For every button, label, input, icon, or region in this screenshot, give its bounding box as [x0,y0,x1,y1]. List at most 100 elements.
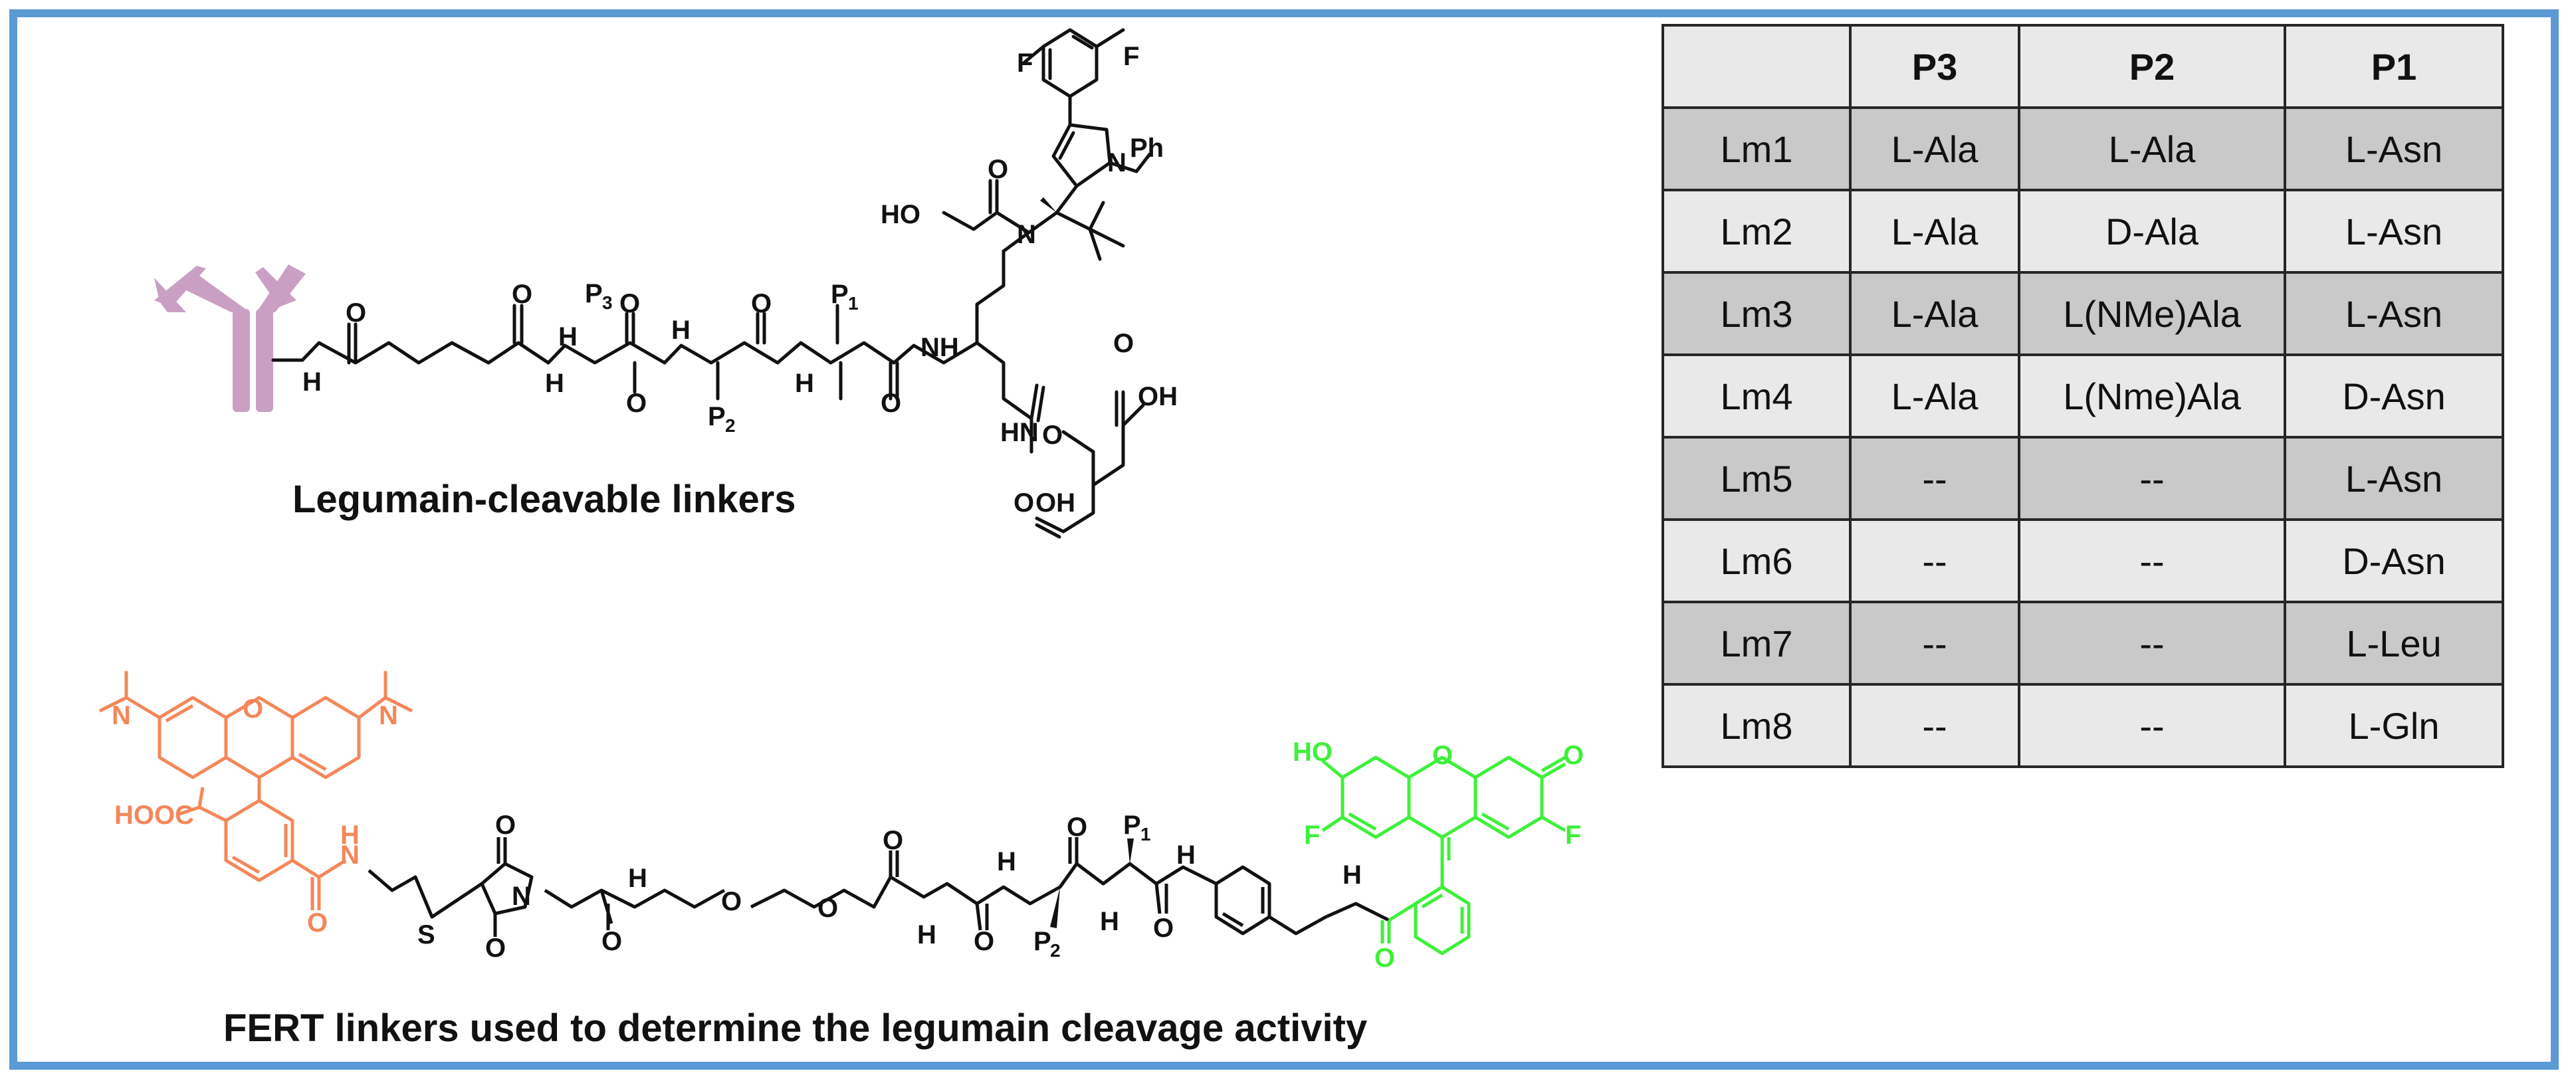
svg-text:H: H [997,847,1016,876]
svg-text:O: O [619,289,640,318]
svg-text:H: H [1176,840,1196,870]
table-cell: D-Asn [2284,518,2504,603]
svg-text:H: H [545,369,564,398]
table-row: Lm3 L-Ala L(NMe)Ala L-Asn [1662,271,2504,356]
fret-linker-structure: N N O HOOC O N H [98,671,1584,973]
svg-text:F: F [1017,49,1033,78]
table-cell: -- [2018,601,2286,686]
legumain-linker-caption: Legumain-cleavable linkers [292,478,796,521]
table-header-row: P3 P2 P1 [1662,24,2504,109]
antibody-icon [154,264,306,412]
table-cell: D-Asn [2284,353,2504,439]
svg-text:HO: HO [1293,738,1333,767]
svg-text:O: O [512,280,532,309]
svg-text:F: F [1123,42,1139,71]
table-cell: L-Ala [1849,106,2020,191]
svg-text:OH: OH [1138,382,1178,411]
svg-text:P: P [1033,927,1051,956]
svg-text:H: H [1342,860,1362,890]
svg-text:N: N [1017,220,1036,249]
svg-text:O: O [988,155,1008,184]
svg-text:O: O [243,694,263,724]
table-cell: -- [2018,683,2286,768]
svg-text:1: 1 [848,293,859,314]
row-label: Lm4 [1662,353,1852,439]
svg-text:O: O [1563,741,1584,770]
row-label: Lm3 [1662,271,1852,356]
svg-text:O: O [307,908,328,938]
svg-text:O: O [1153,914,1174,943]
svg-text:O: O [1042,421,1063,450]
svg-text:O: O [601,927,622,956]
table-row: Lm5 -- -- L-Asn [1662,436,2504,521]
table-cell: -- [1849,601,2020,686]
svg-text:N: N [340,840,360,870]
svg-text:2: 2 [725,415,736,436]
table-row: Lm6 -- -- D-Asn [1662,518,2504,603]
svg-text:N: N [1107,148,1127,177]
svg-text:H: H [340,821,360,850]
svg-text:H: H [302,367,322,397]
svg-text:O: O [721,887,742,916]
svg-text:N: N [379,701,398,730]
svg-text:O: O [1374,943,1395,973]
svg-text:F: F [1304,821,1320,850]
header-cell [1662,24,1852,109]
svg-text:O: O [1067,813,1087,842]
row-label: Lm7 [1662,601,1852,686]
table-cell: L(NMe)Ala [2018,271,2286,356]
table-row: Lm1 L-Ala L-Ala L-Asn [1662,106,2504,191]
svg-text:2: 2 [1050,940,1061,961]
svg-text:O: O [1432,741,1453,770]
svg-text:O: O [495,811,516,840]
svg-text:P: P [831,280,849,309]
svg-text:H: H [1100,907,1119,936]
svg-text:S: S [417,920,435,949]
row-label: Lm2 [1662,189,1852,274]
table-cell: L(Nme)Ala [2018,353,2286,439]
svg-text:N: N [512,882,531,911]
table-cell: L-Ala [1849,189,2020,274]
table-cell: -- [1849,518,2020,603]
svg-text:F: F [1565,821,1581,850]
svg-text:O: O [974,927,994,956]
table-cell: L-Asn [2284,271,2504,356]
table-row: Lm7 -- -- L-Leu [1662,601,2504,686]
svg-text:O: O [817,894,838,923]
svg-text:O: O [485,934,506,963]
svg-text:P: P [708,402,726,431]
table-cell: L-Gln [2284,683,2504,768]
header-cell-p2: P2 [2018,24,2286,109]
table-cell: L-Leu [2284,601,2504,686]
svg-text:N: N [112,701,131,730]
header-cell-p1: P1 [2284,24,2504,109]
svg-text:O: O [1014,488,1034,518]
svg-text:H: H [671,316,691,345]
table-cell: -- [2018,518,2286,603]
row-label: Lm1 [1662,106,1852,191]
svg-text:Ph: Ph [1130,134,1164,163]
svg-text:3: 3 [602,292,613,313]
fret-linker-caption: FERT linkers used to determine the legum… [223,1007,1368,1050]
table-cell: L-Asn [2284,189,2504,274]
svg-text:O: O [1113,329,1134,358]
svg-text:H: H [558,322,578,351]
svg-text:HN: HN [1000,418,1039,447]
svg-text:H: H [795,369,814,398]
svg-text:HOOC: HOOC [114,801,194,830]
table-cell: L-Asn [2284,106,2504,191]
row-label: Lm5 [1662,436,1852,521]
svg-text:H: H [917,920,936,949]
table-cell: -- [1849,436,2020,521]
table-cell: L-Ala [1849,353,2020,439]
header-cell-p3: P3 [1849,24,2020,109]
svg-text:OH: OH [1035,488,1075,518]
svg-text:P: P [1123,811,1141,840]
svg-text:O: O [346,298,366,328]
linker-table: P3 P2 P1 Lm1 L-Ala L-Ala L-Asn Lm2 L-Ala… [1662,24,2504,768]
svg-text:NH: NH [920,333,959,362]
svg-text:H: H [628,864,647,893]
legumain-linker-structure: O O H N H N H O O H O H P 1 O NH N O HO … [154,28,1178,539]
table-row: Lm2 L-Ala D-Ala L-Asn [1662,189,2504,274]
